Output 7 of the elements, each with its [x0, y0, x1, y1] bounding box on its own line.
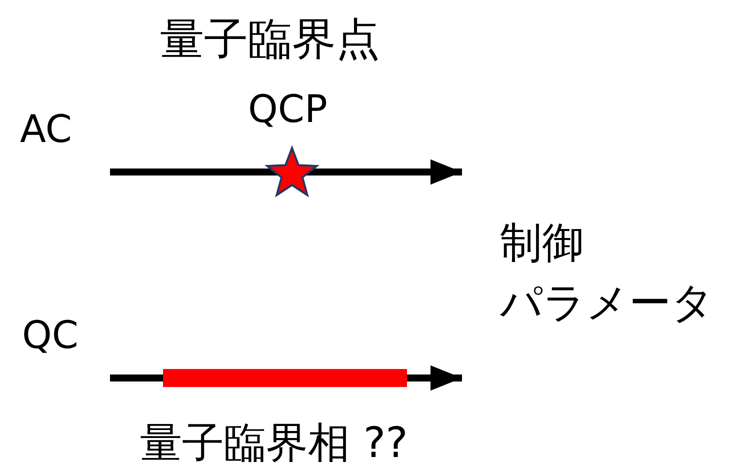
axis-title: パラメータ — [500, 282, 714, 324]
axis-label: QC — [22, 316, 78, 354]
axis-label: AC — [20, 110, 72, 148]
point-label: QCP — [248, 90, 328, 128]
title: 量子臨界点 — [160, 18, 380, 62]
phase-label: 量子臨界相 ?? — [140, 422, 408, 464]
axis-title: 制御 — [500, 222, 584, 264]
